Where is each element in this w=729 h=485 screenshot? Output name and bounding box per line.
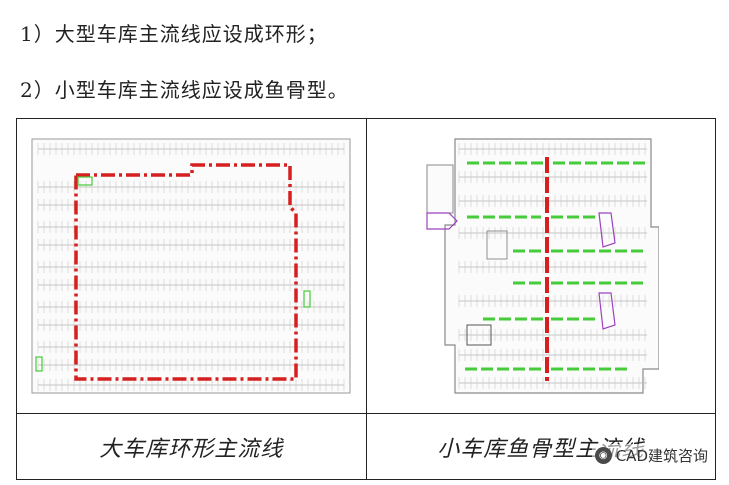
ramp-marker [303,290,311,308]
watermark-text: CAD建筑咨询 [615,447,708,465]
parking-bays-pattern [458,143,647,389]
large-garage-loop-plan [31,138,351,394]
large-garage-cell [16,118,367,414]
watermark: ◉ CAD建筑咨询 [591,444,711,467]
rule-line-2: 2）小型车库主流线应设成鱼骨型。 [20,78,349,102]
ramp-marker [598,212,616,248]
main-loop-route [74,163,298,381]
wechat-logo-icon: ◉ [594,447,612,464]
small-garage-cell [365,118,716,414]
ramp-marker [426,212,458,230]
small-garage-fishbone-plan [426,138,659,394]
large-garage-caption: 大车库环形主流线 [16,413,367,480]
ramp-marker [598,292,616,330]
parking-bays-pattern [37,143,345,391]
comparison-table: 大车库环形主流线 小车库鱼骨型主流线 [16,118,716,480]
rule-line-1: 1）大型车库主流线应设成环形； [20,22,328,46]
fishbone-branches [464,161,645,371]
ramp-marker [35,356,43,372]
ramp-marker [77,176,93,186]
